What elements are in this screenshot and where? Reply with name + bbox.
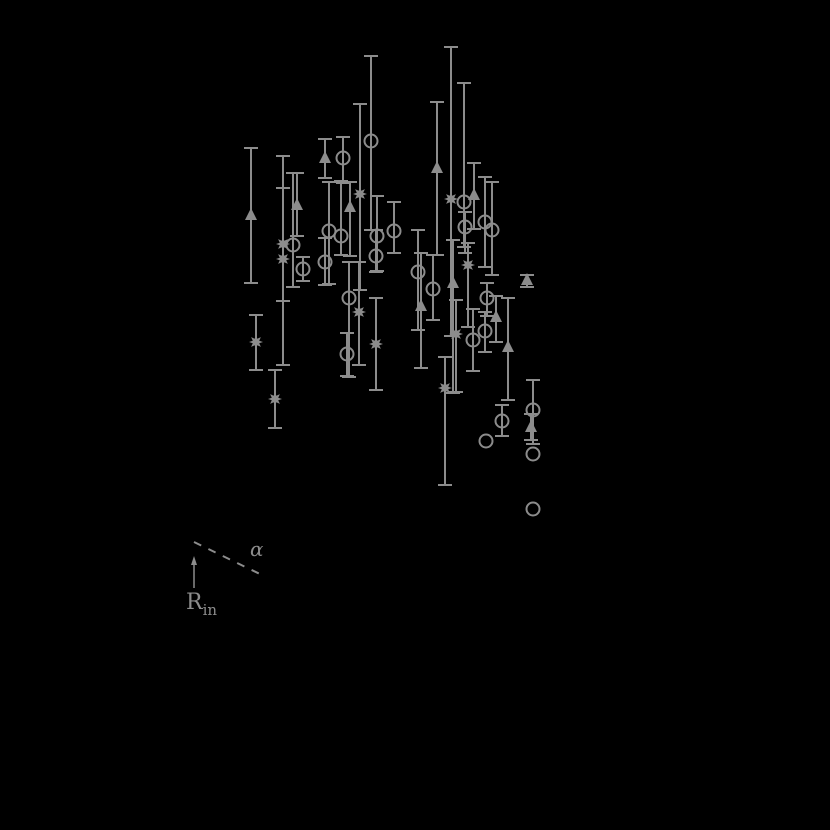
series-circles <box>285 55 541 517</box>
data-point <box>290 172 304 237</box>
data-point <box>430 101 444 256</box>
data-point <box>438 356 452 486</box>
data-point <box>494 404 510 437</box>
data-point <box>369 297 383 391</box>
data-point <box>343 181 357 257</box>
data-series-layer <box>244 46 541 517</box>
data-point <box>525 446 541 462</box>
r-in-label: Rin <box>186 590 217 619</box>
data-point <box>524 413 538 441</box>
data-point <box>477 311 493 353</box>
data-point <box>465 308 481 372</box>
data-point <box>318 138 332 179</box>
annotation-layer <box>191 541 265 588</box>
data-point <box>317 237 333 286</box>
data-point <box>410 229 426 331</box>
data-point <box>467 162 481 230</box>
data-point <box>386 201 402 254</box>
series-triangles <box>244 101 538 441</box>
data-point <box>525 379 541 445</box>
data-point <box>484 181 500 276</box>
data-point <box>244 147 258 284</box>
data-point <box>457 211 473 254</box>
data-point <box>489 295 503 343</box>
data-point <box>295 256 311 282</box>
data-point <box>444 46 458 337</box>
data-point <box>335 136 351 184</box>
alpha-label: α <box>250 537 264 561</box>
data-point <box>368 229 384 273</box>
data-point <box>268 369 282 429</box>
data-point <box>461 242 475 328</box>
data-point <box>501 297 515 401</box>
data-point <box>352 261 366 366</box>
data-point <box>414 252 428 369</box>
data-point <box>449 299 463 393</box>
arrow-head-icon <box>191 556 197 565</box>
r-in-main: R <box>186 590 203 615</box>
r-in-subscript: in <box>202 601 218 619</box>
data-point <box>478 433 494 449</box>
data-point <box>525 501 541 517</box>
data-point <box>249 314 263 371</box>
data-point <box>520 273 534 288</box>
series-stars <box>249 46 475 486</box>
data-point <box>479 282 495 317</box>
data-point <box>276 187 290 302</box>
data-point <box>339 332 355 377</box>
dashed-slope-line <box>193 541 265 577</box>
